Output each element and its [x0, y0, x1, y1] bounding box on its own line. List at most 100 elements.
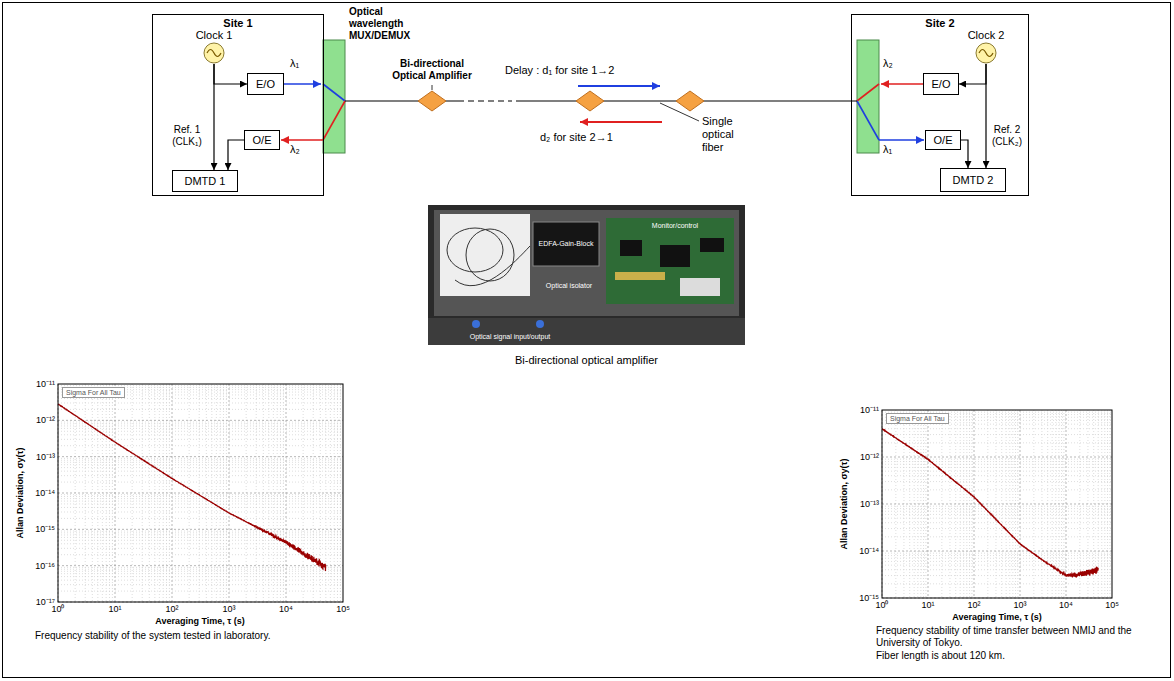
grid-line — [882, 461, 1112, 462]
photo-chip — [615, 272, 665, 280]
grid-line — [882, 551, 1112, 552]
box-label: DMTD 1 — [185, 175, 226, 188]
wavelength-label: λ₂ — [883, 57, 893, 70]
tick-label: 10⁻¹² — [849, 452, 879, 462]
signal-wire — [961, 140, 968, 168]
tick-label: 10⁻¹¹ — [25, 379, 55, 389]
clock-circle — [204, 43, 224, 63]
photo-case — [428, 205, 745, 345]
grid-line — [58, 569, 343, 570]
grid-line — [58, 458, 343, 459]
figure-caption: Frequency stability of the system tested… — [35, 630, 365, 642]
tick-label: 10⁴ — [1051, 600, 1081, 610]
grid-line — [882, 555, 1112, 556]
grid-line — [882, 522, 1112, 523]
converter-box: O/E — [925, 130, 961, 150]
axis-title: Allan Deviation, σy(τ) — [14, 413, 26, 573]
wavelength-mux — [323, 40, 345, 153]
stability-charts — [58, 384, 1112, 602]
grid-line — [58, 498, 343, 499]
grid-line — [882, 504, 1112, 505]
grid-line — [882, 459, 1112, 460]
grid-line — [882, 511, 1112, 512]
tick-label: 10⁻¹⁶ — [25, 561, 55, 571]
fiber-loop — [466, 229, 514, 281]
amplifier-diamond — [576, 91, 604, 111]
figure-caption: Frequency stability of time transfer bet… — [876, 625, 1146, 649]
grid-line — [58, 565, 343, 566]
box-label: DMTD 2 — [953, 174, 994, 187]
tick-label: 10³ — [214, 604, 244, 614]
signal-wire — [214, 64, 247, 84]
grid-line — [58, 529, 343, 530]
data-curve — [882, 429, 1098, 577]
photo-label: Optical signal input/output — [440, 332, 580, 341]
grid-line — [882, 457, 1112, 458]
grid-line — [882, 467, 1112, 468]
grid-line — [882, 481, 1112, 482]
photo-chip — [680, 278, 720, 296]
grid-line — [58, 482, 343, 483]
grid-line — [58, 540, 343, 541]
grid-line — [882, 471, 1112, 472]
converter-box: E/O — [923, 73, 959, 95]
grid-line — [58, 580, 343, 581]
grid-line — [882, 475, 1112, 476]
photo-chip — [700, 238, 724, 252]
grid-line — [58, 537, 343, 538]
grid-line — [58, 434, 343, 435]
chart-legend: Sigma For All Tau — [886, 413, 949, 424]
tick-label: 10¹ — [913, 600, 943, 610]
optical-path — [323, 84, 345, 101]
grid-line — [58, 428, 343, 429]
component-label: Bi-directional Optical Amplifier — [386, 58, 478, 82]
photo-panel — [428, 318, 745, 345]
tick-label: 10¹ — [100, 604, 130, 614]
site-box: Site 2Clock 2E/OO/EDMTD 2 — [851, 14, 1029, 196]
photo-board — [440, 214, 530, 296]
grid-line — [58, 548, 343, 549]
grid-line — [882, 558, 1112, 559]
grid-line — [58, 471, 343, 472]
data-curve — [58, 404, 326, 571]
tick-label: 10⁻¹⁷ — [25, 597, 55, 607]
grid-line — [882, 565, 1112, 566]
grid-line — [58, 439, 343, 440]
tick-label: 10⁻¹¹ — [849, 405, 879, 415]
grid-line — [882, 553, 1112, 554]
photo-module — [533, 222, 599, 266]
grid-line — [1012, 410, 1013, 598]
wavelength-mux — [857, 40, 879, 153]
grid-line — [882, 569, 1112, 570]
tick-label: 10² — [157, 604, 187, 614]
optical-path — [857, 84, 879, 101]
clock-symbol — [975, 42, 997, 64]
clock-label: Clock 2 — [960, 29, 1012, 42]
leader-line — [660, 103, 699, 121]
grid-line — [58, 573, 343, 574]
optical-path — [323, 101, 345, 140]
grid-line — [58, 576, 343, 577]
box-label: E/O — [256, 78, 275, 91]
signal-wire — [959, 64, 986, 84]
clock-symbol — [203, 42, 225, 64]
dmtd-box: DMTD 1 — [172, 170, 238, 192]
photo-tray — [434, 210, 739, 316]
photo-caption: Bi-directional optical amplifier — [428, 354, 745, 367]
signal-wire — [213, 64, 214, 170]
grid-line — [58, 425, 343, 426]
tick-label: 10⁻¹⁴ — [849, 546, 879, 556]
grid-line — [58, 493, 343, 494]
signal-wire — [228, 140, 244, 170]
grid-line — [58, 398, 343, 399]
optical-path — [284, 83, 321, 85]
grid-line — [1061, 410, 1062, 598]
photo-connector — [536, 320, 544, 328]
signal-wire — [985, 64, 986, 168]
clock-source: Clock 1 — [188, 29, 240, 64]
amplifier-diamond — [418, 91, 446, 111]
grid-line — [58, 467, 343, 468]
grid-line — [58, 431, 343, 432]
plot-frame — [58, 384, 343, 602]
